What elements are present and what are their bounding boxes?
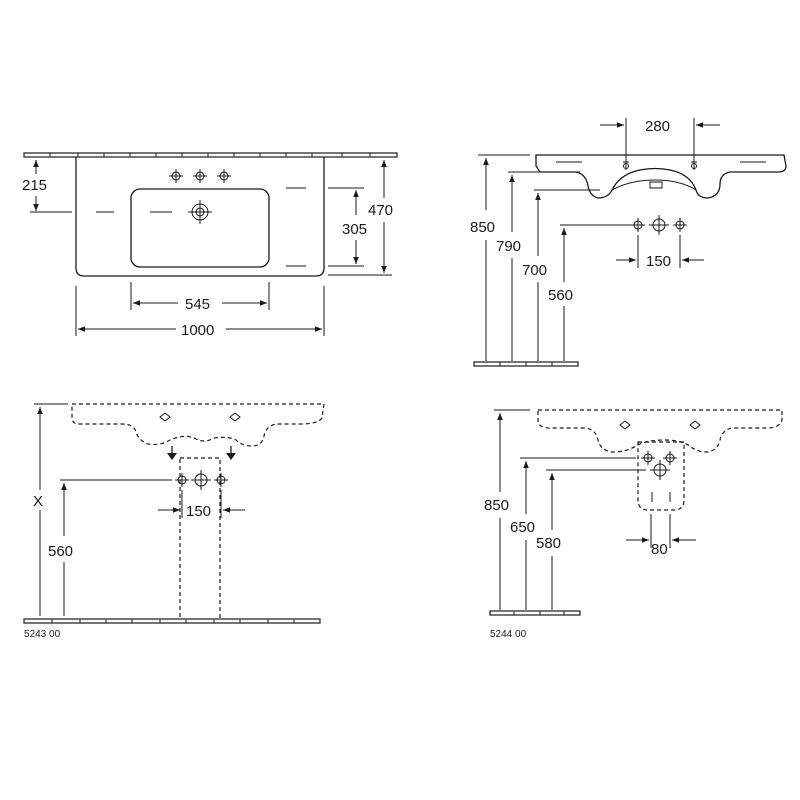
arrow-down-icon	[226, 446, 236, 460]
basin-front-outline	[537, 409, 783, 453]
dim-150-label: 150	[646, 253, 671, 270]
dim-215-label: 215	[22, 177, 47, 194]
dim-580-label: 580	[536, 535, 561, 552]
floor-strip	[23, 618, 321, 624]
dim-850-label: 850	[484, 497, 509, 514]
water-connection-icon	[174, 472, 190, 488]
basin-outline	[75, 157, 325, 277]
pedestal-outline	[179, 457, 221, 621]
dim-1000-label: 1000	[181, 322, 214, 339]
dim-560-label: 560	[48, 543, 73, 560]
dim-470-label: 470	[368, 202, 393, 219]
waste-connection-icon	[649, 459, 671, 481]
waste-connection-icon	[190, 469, 212, 491]
product-code: 5243 00	[24, 629, 61, 640]
front-view-pedestal: X 560 150 5243 00	[23, 403, 325, 640]
water-connection-icon	[213, 472, 229, 488]
dim-80-label: 80	[651, 541, 668, 558]
floor-strip	[489, 610, 581, 616]
basin-side-profile	[535, 154, 787, 199]
tap-hole-icon	[168, 168, 184, 184]
wall-strip	[23, 152, 398, 158]
water-connection-icon	[630, 217, 646, 233]
front-view-semi-pedestal: 850 650 580 80 5244 00	[484, 409, 783, 640]
water-connection-icon	[662, 450, 678, 466]
dim-x-label: X	[33, 493, 43, 510]
dim-850-label: 850	[470, 219, 495, 236]
waste-connection-icon	[648, 214, 670, 236]
dim-305-label: 305	[342, 221, 367, 238]
product-code: 5244 00	[490, 629, 527, 640]
drain-icon	[188, 200, 212, 224]
tap-hole-icon	[192, 168, 208, 184]
basin-bowl	[130, 188, 270, 268]
semi-pedestal-outline	[637, 441, 685, 511]
top-view: 215 470 305 545 1000	[22, 152, 398, 339]
dim-150-label: 150	[186, 503, 211, 520]
dim-700-label: 700	[522, 262, 547, 279]
dim-545-label: 545	[185, 296, 210, 313]
dim-790-label: 790	[496, 238, 521, 255]
dim-280-label: 280	[645, 118, 670, 135]
basin-front-outline	[71, 403, 325, 447]
side-view: 280 850 790 700 560	[470, 118, 787, 367]
water-connection-icon	[672, 217, 688, 233]
dim-560-label: 560	[548, 287, 573, 304]
arrow-down-icon	[167, 446, 177, 460]
dim-650-label: 650	[510, 519, 535, 536]
water-connection-icon	[640, 450, 656, 466]
tap-hole-icon	[216, 168, 232, 184]
